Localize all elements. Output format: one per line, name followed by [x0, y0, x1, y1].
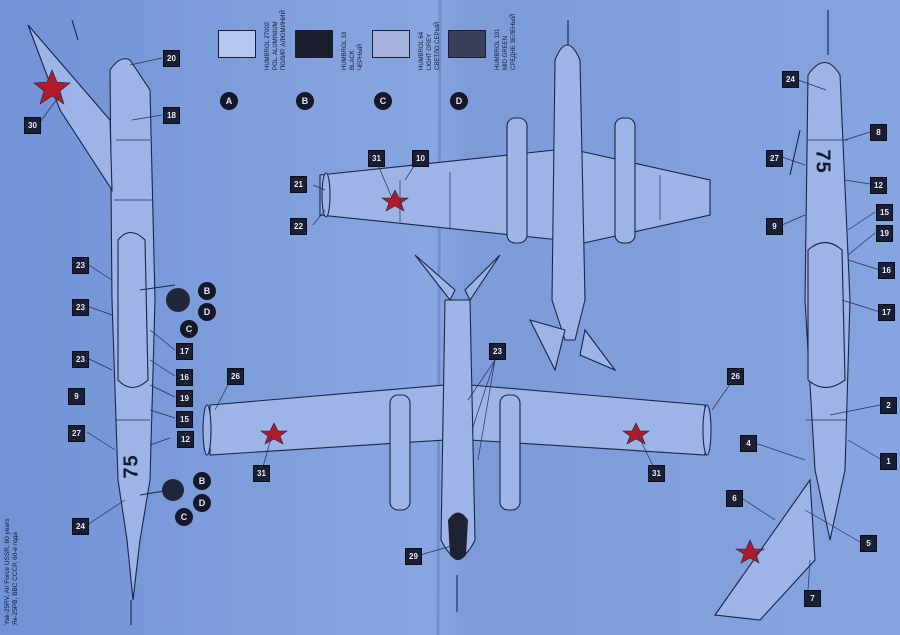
wheel-badge-c-upper: C	[180, 320, 198, 338]
callout-27: 27	[68, 425, 85, 442]
callout-24: 24	[72, 518, 89, 535]
callout-right-19: 19	[876, 225, 893, 242]
paint-a-code: HUMBROL 27002	[265, 21, 271, 70]
callout-right-9: 9	[766, 218, 783, 235]
callout-17: 17	[176, 343, 193, 360]
paint-d-badge: D	[450, 92, 468, 110]
callout-right-16: 16	[878, 262, 895, 279]
swatch-c	[372, 30, 410, 58]
callout-right-7: 7	[804, 590, 821, 607]
callout-16: 16	[176, 369, 193, 386]
callout-right-12: 12	[870, 177, 887, 194]
callout-right-1: 1	[880, 453, 897, 470]
paint-a-name-ru: ПОЛИР. АЛЮМИНИЙ	[281, 10, 287, 70]
wheel-badge-b-lower: B	[193, 472, 211, 490]
top-plan-view	[319, 20, 711, 372]
paint-d-text: HUMBROL 101 MID GREEN СРЕДНЕ ЗЕЛЕНЫЙ	[494, 10, 518, 70]
callout-31-a: 31	[253, 465, 270, 482]
callout-12: 12	[177, 431, 194, 448]
paint-c-text: HUMBROL 64 LIGHT GREY СВЕТЛО СЕРЫЙ	[418, 10, 442, 70]
star-insignia	[33, 69, 71, 105]
wheel-badge-c-lower: C	[175, 508, 193, 526]
callout-right-17: 17	[878, 304, 895, 321]
callout-23-a: 23	[72, 257, 89, 274]
paint-b-code: HUMBROL 33	[342, 31, 348, 70]
callout-right-4: 4	[740, 435, 757, 452]
callout-22: 22	[290, 218, 307, 235]
paint-d-code: HUMBROL 101	[495, 28, 501, 70]
paint-a-name-en: POL. ALUMINIUM	[273, 21, 279, 70]
star-insignia	[734, 539, 766, 564]
callout-right-2: 2	[880, 397, 897, 414]
callout-right-5: 5	[860, 535, 877, 552]
paint-c-badge: C	[374, 92, 392, 110]
callout-right-27: 27	[766, 150, 783, 167]
callout-29: 29	[405, 548, 422, 565]
left-side-view	[27, 19, 190, 625]
right-side-view	[714, 10, 851, 621]
paint-a-text: HUMBROL 27002 POL. ALUMINIUM ПОЛИР. АЛЮМ…	[264, 10, 288, 70]
callout-31-b: 31	[648, 465, 665, 482]
callout-23-d: 23	[489, 343, 506, 360]
wheel-badge-d-lower: D	[193, 494, 211, 512]
callout-26-a: 26	[227, 368, 244, 385]
callout-right-24: 24	[782, 71, 799, 88]
callout-19: 19	[176, 390, 193, 407]
callout-23-b: 23	[72, 299, 89, 316]
star-insignia	[381, 189, 409, 212]
paint-b-name-en: BLACK	[350, 50, 356, 70]
star-insignia	[260, 422, 288, 445]
tail-number-left: 75	[120, 454, 143, 479]
paint-b: HUMBROL 33 BLACK ЧЕРНЫЙ	[295, 30, 364, 70]
paint-d: HUMBROL 101 MID GREEN СРЕДНЕ ЗЕЛЕНЫЙ	[448, 14, 517, 70]
paint-b-text: HUMBROL 33 BLACK ЧЕРНЫЙ	[341, 10, 365, 70]
paint-d-name-ru: СРЕДНЕ ЗЕЛЕНЫЙ	[511, 14, 517, 70]
callout-20: 20	[163, 50, 180, 67]
model-caption: Yak-25RV, Air Force USSR, 60 years Як-25…	[4, 519, 20, 625]
callout-18: 18	[163, 107, 180, 124]
callout-30: 30	[24, 117, 41, 134]
cockpit-canopy	[448, 512, 468, 560]
callout-23-c: 23	[72, 351, 89, 368]
callout-21: 21	[290, 176, 307, 193]
caption-line-1: Yak-25RV, Air Force USSR, 60 years	[4, 518, 11, 625]
star-insignia	[622, 422, 650, 445]
paint-b-name-ru: ЧЕРНЫЙ	[358, 44, 364, 70]
callout-right-6: 6	[726, 490, 743, 507]
paint-c-name-en: LIGHT GREY	[427, 33, 433, 70]
swatch-d	[448, 30, 486, 58]
callout-right-15: 15	[876, 204, 893, 221]
bottom-plan-view	[202, 254, 712, 612]
callout-26-b: 26	[727, 368, 744, 385]
swatch-b	[295, 30, 333, 58]
callout-9: 9	[68, 388, 85, 405]
callout-31-c: 31	[368, 150, 385, 167]
leader-lines	[39, 57, 883, 591]
paint-d-name-en: MID GREEN	[503, 35, 509, 70]
wheel-badge-d-upper: D	[198, 303, 216, 321]
callout-10: 10	[412, 150, 429, 167]
caption-line-2: Як-25РВ, ВВС СССР, 60-е года	[12, 532, 19, 625]
paint-c: HUMBROL 64 LIGHT GREY СВЕТЛО СЕРЫЙ	[372, 22, 441, 70]
page-fold	[436, 0, 442, 635]
paint-c-name-ru: СВЕТЛО СЕРЫЙ	[435, 21, 441, 70]
wheel-badge-b-upper: B	[198, 282, 216, 300]
callout-15: 15	[176, 411, 193, 428]
swatch-a	[218, 30, 256, 58]
paint-b-badge: B	[296, 92, 314, 110]
tail-number-right: 75	[811, 149, 834, 174]
paint-a: HUMBROL 27002 POL. ALUMINIUM ПОЛИР. АЛЮМ…	[218, 10, 287, 70]
paint-c-code: HUMBROL 64	[419, 31, 425, 70]
paint-a-badge: A	[220, 92, 238, 110]
callout-right-8: 8	[870, 124, 887, 141]
